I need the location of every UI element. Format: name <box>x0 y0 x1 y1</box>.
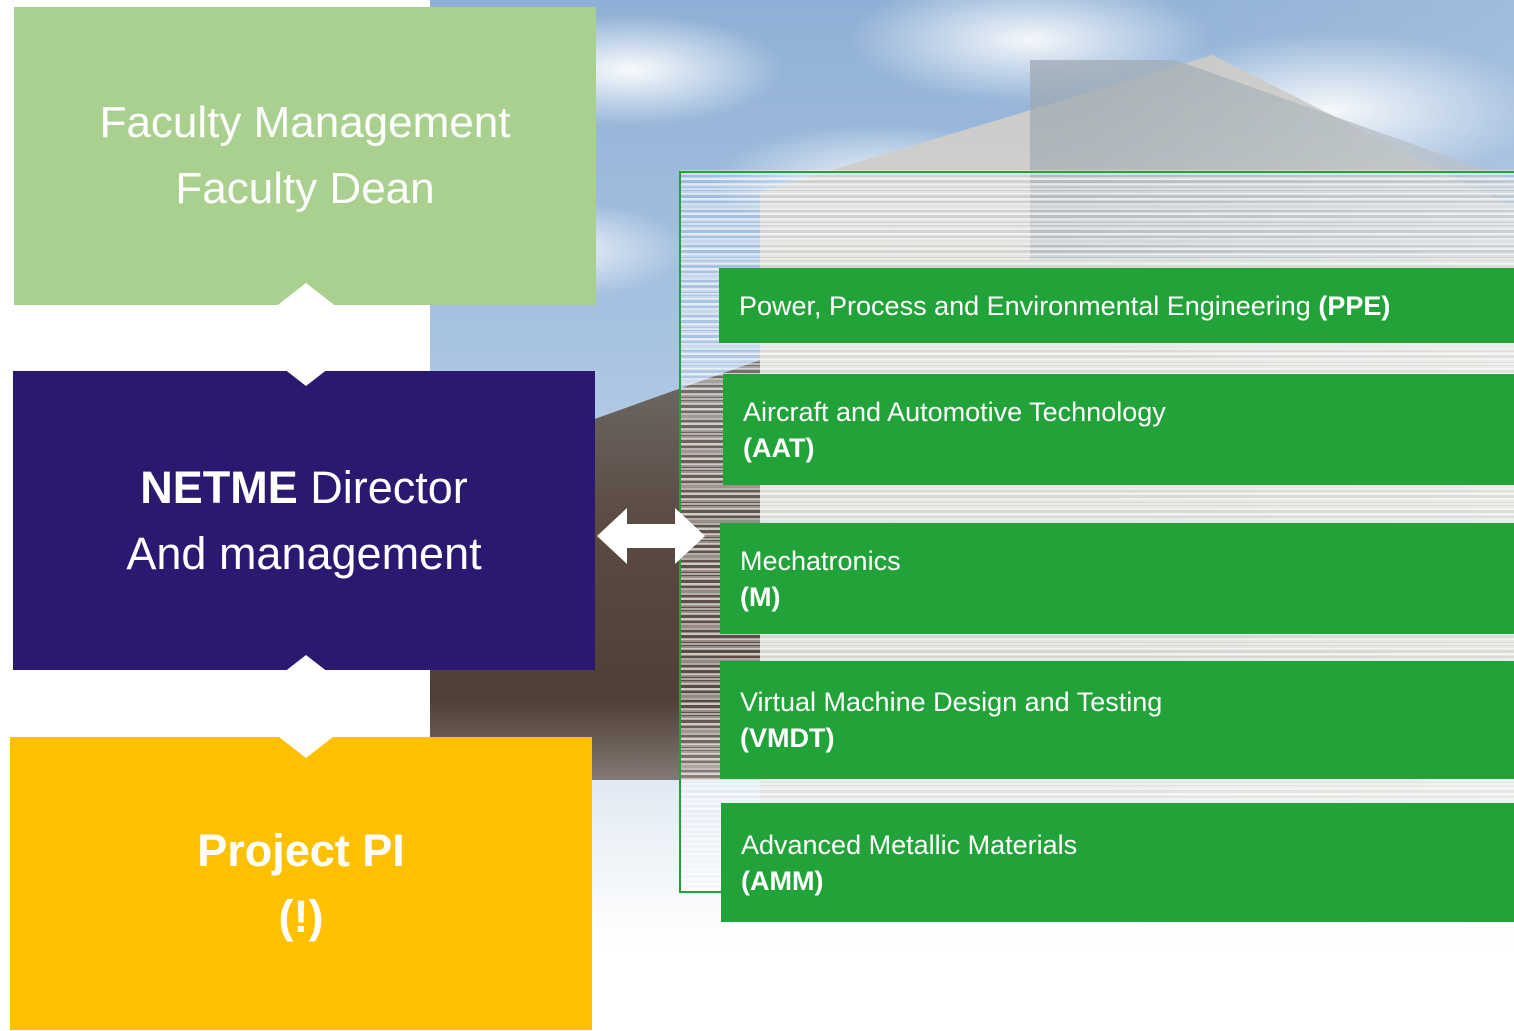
double-headed-horizontal-arrow-icon <box>597 508 705 564</box>
department-vmdt: Virtual Machine Design and Testing (VMDT… <box>720 661 1514 779</box>
department-abbr: (PPE) <box>1318 290 1391 321</box>
department-name: Virtual Machine Design and Testing <box>740 687 1163 717</box>
department-amm: Advanced Metallic Materials (AMM) <box>721 803 1514 922</box>
department-abbr: (AMM) <box>741 865 824 896</box>
department-name: Power, Process and Environmental Enginee… <box>739 290 1319 321</box>
department-aat: Aircraft and Automotive Technology (AAT) <box>723 374 1514 485</box>
netme-line-1: NETME Director <box>140 455 468 521</box>
netme-bold: NETME <box>140 461 298 513</box>
pi-line-2: (!) <box>278 890 324 942</box>
department-name: Mechatronics <box>740 545 901 576</box>
faculty-line-2: Faculty Dean <box>175 164 435 213</box>
department-abbr: (AAT) <box>743 432 815 463</box>
netme-director-box: NETME Director And management <box>13 371 595 670</box>
netme-line-2: And management <box>126 527 482 579</box>
department-abbr: (VMDT) <box>740 723 835 753</box>
faculty-management-box: Faculty Management Faculty Dean <box>14 7 596 305</box>
project-pi-box: Project PI (!) <box>10 737 592 1030</box>
double-headed-vertical-arrow-icon <box>270 283 342 386</box>
department-ppe-row: Power, Process and Environmental Enginee… <box>739 288 1514 324</box>
double-headed-vertical-arrow-icon <box>270 655 342 758</box>
department-ppe: Power, Process and Environmental Enginee… <box>719 268 1514 343</box>
department-abbr: (M) <box>740 581 781 612</box>
faculty-line-1: Faculty Management <box>99 98 511 147</box>
netme-director-text: Director <box>297 461 468 513</box>
department-name: Aircraft and Automotive Technology <box>743 396 1166 427</box>
department-m: Mechatronics (M) <box>720 523 1514 634</box>
department-name: Advanced Metallic Materials <box>741 829 1078 860</box>
pi-line-1: Project PI <box>197 824 405 876</box>
